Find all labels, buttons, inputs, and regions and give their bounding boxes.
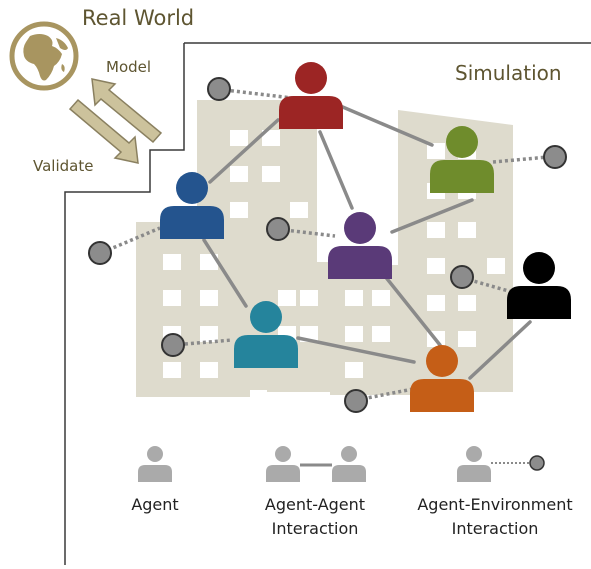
building-windows <box>163 130 505 378</box>
env-node <box>207 77 231 101</box>
link-teal-orange <box>296 336 416 364</box>
env-node <box>450 265 474 289</box>
env-node <box>266 217 290 241</box>
agent-orange-icon <box>410 345 474 412</box>
model-label: Model <box>106 58 151 76</box>
link-red-blue <box>208 118 280 184</box>
link-blue-teal <box>202 238 248 308</box>
agent-red-icon <box>279 62 343 129</box>
agent-black-icon <box>507 252 571 319</box>
agent-blue-icon <box>160 172 224 239</box>
link-red-green <box>336 103 434 147</box>
link-red-purple <box>318 130 354 210</box>
legend-agent-environment-icon <box>457 446 545 482</box>
simulation-frame <box>64 42 591 565</box>
link-orange-black <box>468 320 532 380</box>
link-purple-green <box>390 198 474 234</box>
agent-purple-icon <box>328 212 392 279</box>
real-world-label: Real World <box>82 6 194 30</box>
globe-icon <box>9 21 79 91</box>
model-arrow-icon <box>91 78 163 144</box>
env-node <box>344 389 368 413</box>
env-node <box>161 333 185 357</box>
legend-agent-agent-label-1: Agent-Agent <box>265 495 365 514</box>
building-center-low <box>330 265 410 395</box>
link-purple-orange <box>378 268 442 347</box>
agent-teal-icon <box>234 301 298 368</box>
agent-green-icon <box>430 126 494 193</box>
legend-agent-agent-label-2: Interaction <box>272 519 359 538</box>
legend-agent-agent-icon <box>266 446 366 482</box>
env-node <box>88 241 112 265</box>
legend-agent-environment-label-1: Agent-Environment <box>417 495 572 514</box>
legend-agent-icon <box>138 446 172 482</box>
env-node <box>543 145 567 169</box>
legend: Agent Agent-Agent Interaction Agent-Envi… <box>131 446 573 538</box>
validate-label: Validate <box>33 157 93 175</box>
legend-agent-label: Agent <box>131 495 178 514</box>
building-left <box>136 222 250 397</box>
agent-agent-links <box>202 103 532 380</box>
environment-nodes <box>88 77 567 413</box>
legend-agent-environment-label-2: Interaction <box>452 519 539 538</box>
validate-arrow-icon <box>68 98 139 164</box>
simulation-label: Simulation <box>455 61 562 85</box>
